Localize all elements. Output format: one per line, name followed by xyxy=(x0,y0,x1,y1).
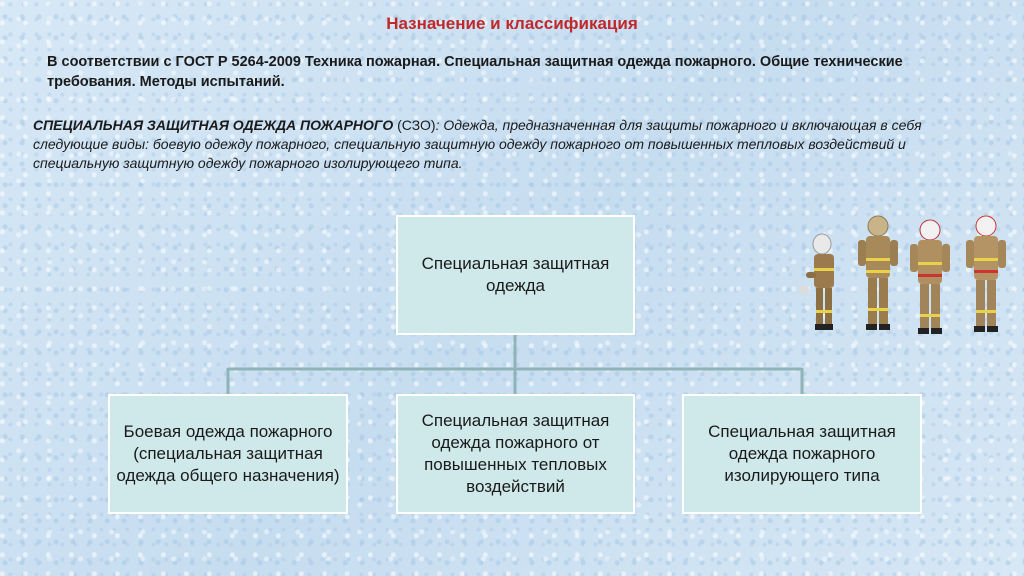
diagram-child-box-combat: Боевая одежда пожарного (специальная защ… xyxy=(108,394,348,514)
definition-term: СПЕЦИАЛЬНАЯ ЗАЩИТНАЯ ОДЕЖДА ПОЖАРНОГО xyxy=(33,117,394,133)
diagram-child-label: Специальная защитная одежда пожарного от… xyxy=(421,411,610,496)
diagram-child-box-heat: Специальная защитная одежда пожарного от… xyxy=(396,394,635,514)
definition-abbreviation: (СЗО) xyxy=(393,117,436,133)
firefighters-illustration xyxy=(799,215,1006,334)
diagram-child-label: Специальная защитная одежда пожарного из… xyxy=(708,422,896,485)
gost-reference: В соответствии с ГОСТ Р 5264-2009 Техник… xyxy=(47,54,903,90)
diagram-root-box: Специальная защитная одежда xyxy=(396,215,635,335)
firefighter-figure xyxy=(858,215,898,330)
diagram-child-box-insulating: Специальная защитная одежда пожарного из… xyxy=(682,394,922,514)
definition-paragraph: СПЕЦИАЛЬНАЯ ЗАЩИТНАЯ ОДЕЖДА ПОЖАРНОГО (С… xyxy=(33,116,993,173)
diagram-child-label: Боевая одежда пожарного (специальная защ… xyxy=(116,422,340,485)
slide-title: Назначение и классификация xyxy=(386,14,638,33)
definition-text: : Одежда, предназначенная для защиты пож… xyxy=(33,117,922,171)
firefighter-figure xyxy=(910,219,950,334)
diagram-root-label: Специальная защитная одежда xyxy=(421,254,610,295)
firefighter-figure xyxy=(799,233,834,330)
firefighter-figure xyxy=(966,215,1006,332)
